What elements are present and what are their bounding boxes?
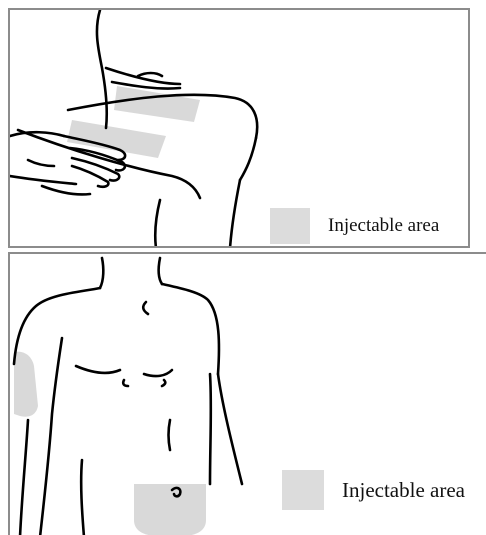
- upper-arm-injectable-area: [14, 352, 38, 417]
- upper-thigh-injectable-area: [114, 86, 200, 122]
- injectable-area-label: Injectable area: [328, 215, 439, 237]
- thigh-injection-panel: Injectable area: [8, 8, 470, 248]
- injectable-area-swatch: [270, 208, 310, 244]
- injectable-area-legend: Injectable area: [282, 470, 465, 510]
- torso-injection-panel: Injectable area: [8, 252, 486, 535]
- injectable-area-swatch: [282, 470, 324, 510]
- abdomen-injectable-area: [134, 484, 206, 535]
- injectable-area-label: Injectable area: [342, 478, 465, 503]
- injectable-area-legend: Injectable area: [270, 208, 439, 244]
